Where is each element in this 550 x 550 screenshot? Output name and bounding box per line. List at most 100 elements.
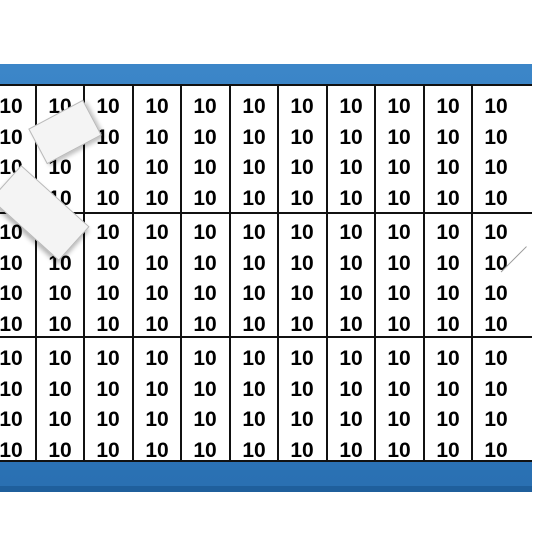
- marker-label: 10: [96, 126, 120, 149]
- marker-label: 10: [290, 439, 314, 462]
- grid-column-divider: [132, 84, 134, 462]
- marker-label: 10: [290, 95, 314, 118]
- marker-label: 10: [339, 156, 363, 179]
- marker-label: 10: [0, 347, 23, 370]
- marker-label: 10: [193, 187, 217, 210]
- marker-label: 10: [145, 187, 169, 210]
- grid-column-divider: [35, 84, 37, 462]
- marker-label: 10: [145, 252, 169, 275]
- marker-label: 10: [145, 439, 169, 462]
- marker-label: 10: [193, 126, 217, 149]
- marker-label: 10: [48, 408, 72, 431]
- marker-label: 10: [96, 408, 120, 431]
- marker-label: 10: [193, 313, 217, 336]
- marker-label: 10: [193, 95, 217, 118]
- marker-label: 10: [436, 347, 460, 370]
- grid-row-divider: [0, 336, 532, 338]
- marker-label: 10: [387, 187, 411, 210]
- grid-column-divider: [471, 84, 473, 462]
- grid-row-divider: [0, 212, 532, 214]
- marker-label: 10: [145, 378, 169, 401]
- marker-label: 10: [339, 282, 363, 305]
- marker-label: 10: [0, 378, 23, 401]
- marker-label: 10: [387, 156, 411, 179]
- marker-label: 10: [484, 126, 508, 149]
- marker-label: 10: [48, 378, 72, 401]
- marker-label: 10: [290, 252, 314, 275]
- marker-label: 10: [387, 408, 411, 431]
- marker-label: 10: [145, 313, 169, 336]
- marker-label: 10: [0, 408, 23, 431]
- marker-label: 10: [339, 252, 363, 275]
- marker-label: 10: [96, 252, 120, 275]
- marker-label: 10: [193, 347, 217, 370]
- marker-label: 10: [436, 156, 460, 179]
- marker-label: 10: [242, 439, 266, 462]
- marker-label: 10: [290, 156, 314, 179]
- marker-label: 10: [484, 221, 508, 244]
- marker-label: 10: [145, 408, 169, 431]
- marker-label: 10: [48, 156, 72, 179]
- marker-label: 10: [290, 282, 314, 305]
- marker-label: 10: [387, 313, 411, 336]
- marker-label: 10: [387, 252, 411, 275]
- marker-label: 10: [339, 408, 363, 431]
- marker-label: 10: [436, 95, 460, 118]
- marker-label: 10: [96, 282, 120, 305]
- marker-label: 10: [484, 313, 508, 336]
- marker-label: 10: [436, 282, 460, 305]
- marker-label: 10: [96, 156, 120, 179]
- backing-card-edge: [0, 486, 532, 492]
- marker-label: 10: [145, 156, 169, 179]
- marker-label: 10: [436, 408, 460, 431]
- marker-label: 10: [242, 378, 266, 401]
- grid-column-divider: [83, 84, 85, 462]
- marker-label: 10: [96, 439, 120, 462]
- marker-label: 10: [145, 282, 169, 305]
- marker-label: 10: [242, 126, 266, 149]
- marker-label: 10: [484, 408, 508, 431]
- marker-label: 10: [339, 439, 363, 462]
- marker-label: 10: [484, 378, 508, 401]
- marker-label: 10: [0, 126, 23, 149]
- marker-label: 10: [436, 313, 460, 336]
- marker-label: 10: [0, 313, 23, 336]
- marker-label: 10: [387, 95, 411, 118]
- marker-label: 10: [193, 408, 217, 431]
- marker-label: 10: [242, 187, 266, 210]
- marker-label: 10: [290, 126, 314, 149]
- marker-label: 10: [48, 282, 72, 305]
- marker-label: 10: [339, 126, 363, 149]
- grid-column-divider: [326, 84, 328, 462]
- marker-label: 10: [290, 408, 314, 431]
- marker-label: 10: [436, 221, 460, 244]
- marker-label: 10: [339, 221, 363, 244]
- marker-label: 10: [339, 95, 363, 118]
- marker-label: 10: [484, 95, 508, 118]
- marker-label: 10: [96, 347, 120, 370]
- marker-label: 10: [242, 252, 266, 275]
- marker-label: 10: [387, 126, 411, 149]
- marker-label: 10: [290, 187, 314, 210]
- marker-label: 10: [387, 221, 411, 244]
- marker-label: 10: [242, 95, 266, 118]
- marker-label: 10: [193, 221, 217, 244]
- marker-label: 10: [0, 221, 23, 244]
- marker-label: 10: [387, 439, 411, 462]
- marker-label: 10: [96, 378, 120, 401]
- marker-label: 10: [339, 313, 363, 336]
- marker-label: 10: [242, 282, 266, 305]
- marker-label: 10: [339, 378, 363, 401]
- marker-label: 10: [96, 313, 120, 336]
- marker-label: 10: [484, 187, 508, 210]
- marker-label: 10: [0, 95, 23, 118]
- marker-label: 10: [436, 378, 460, 401]
- marker-label: 10: [436, 187, 460, 210]
- marker-label: 10: [387, 378, 411, 401]
- marker-label: 10: [290, 378, 314, 401]
- grid-column-divider: [374, 84, 376, 462]
- marker-label: 10: [145, 221, 169, 244]
- marker-label: 10: [242, 313, 266, 336]
- marker-label: 10: [484, 347, 508, 370]
